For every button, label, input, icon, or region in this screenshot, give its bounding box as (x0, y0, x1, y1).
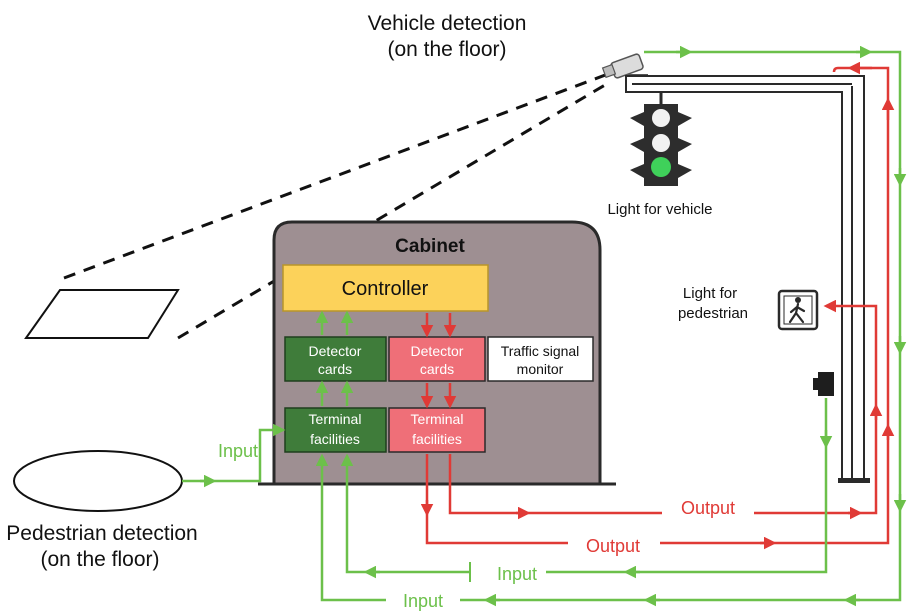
pedestrian-detection-label-line2: (on the floor) (40, 548, 159, 571)
output-lower-label: Output (586, 536, 640, 556)
controller-box (282, 264, 489, 312)
signal-pole (625, 75, 870, 483)
input-bottom-label-bg (386, 588, 460, 612)
vehicle-detection-zone (24, 289, 180, 339)
terminal-facilities-input-line2: facilities (310, 431, 360, 447)
vehicle-detection-label-line1: Vehicle detection (368, 12, 527, 35)
input-line-bottom (315, 50, 902, 602)
input-line-mid (340, 398, 828, 574)
terminal-facilities-input-line1: Terminal (309, 411, 362, 427)
input-bottom-label: Input (403, 591, 443, 611)
pedestrian-detection-zone (13, 450, 183, 512)
detector-cards-output-line2: cards (420, 361, 454, 377)
detector-cards-input-line1: Detector (309, 343, 362, 359)
terminal-facilities-output-line2: facilities (412, 431, 462, 447)
traffic-signal-monitor-line2: monitor (517, 361, 564, 377)
sight-line-upper (63, 72, 609, 280)
pedestrian-signal-icon (777, 289, 819, 331)
pedestrian-detection-label-line1: Pedestrian detection (6, 522, 197, 545)
output-upper-label: Output (681, 498, 735, 518)
light-for-pedestrian-label-line1: Light for (683, 285, 737, 302)
vehicle-detection-label-line2: (on the floor) (387, 38, 506, 61)
camera-icon (601, 53, 648, 79)
traffic-signal-monitor-box (487, 336, 594, 382)
output-lower-label-bg (568, 530, 660, 558)
detector-cards-input-line2: cards (318, 361, 352, 377)
terminal-facilities-input-box (284, 407, 387, 453)
pedestrian-input-line (182, 423, 286, 483)
light-for-pedestrian-label-line2: pedestrian (678, 305, 748, 322)
output-upper-label-bg (662, 494, 754, 522)
controller-label: Controller (342, 278, 429, 300)
detector-cards-output-box (388, 336, 486, 382)
output-line-upper (448, 299, 878, 515)
terminal-facilities-output-box (388, 407, 486, 453)
pedestrian-push-button-icon (813, 372, 834, 396)
vehicle-traffic-light-icon (630, 92, 692, 186)
detector-cards-input-box (284, 336, 387, 382)
detector-cards-output-line1: Detector (411, 343, 464, 359)
input-mid-label: Input (497, 564, 537, 584)
traffic-signal-monitor-line1: Traffic signal (501, 343, 580, 359)
terminal-facilities-output-line1: Terminal (411, 411, 464, 427)
output-line-lower (425, 66, 890, 545)
light-for-vehicle-label: Light for vehicle (607, 201, 712, 218)
pedestrian-input-label: Input (218, 441, 258, 461)
cabinet-title: Cabinet (395, 236, 465, 257)
input-mid-label-bg (470, 560, 546, 586)
